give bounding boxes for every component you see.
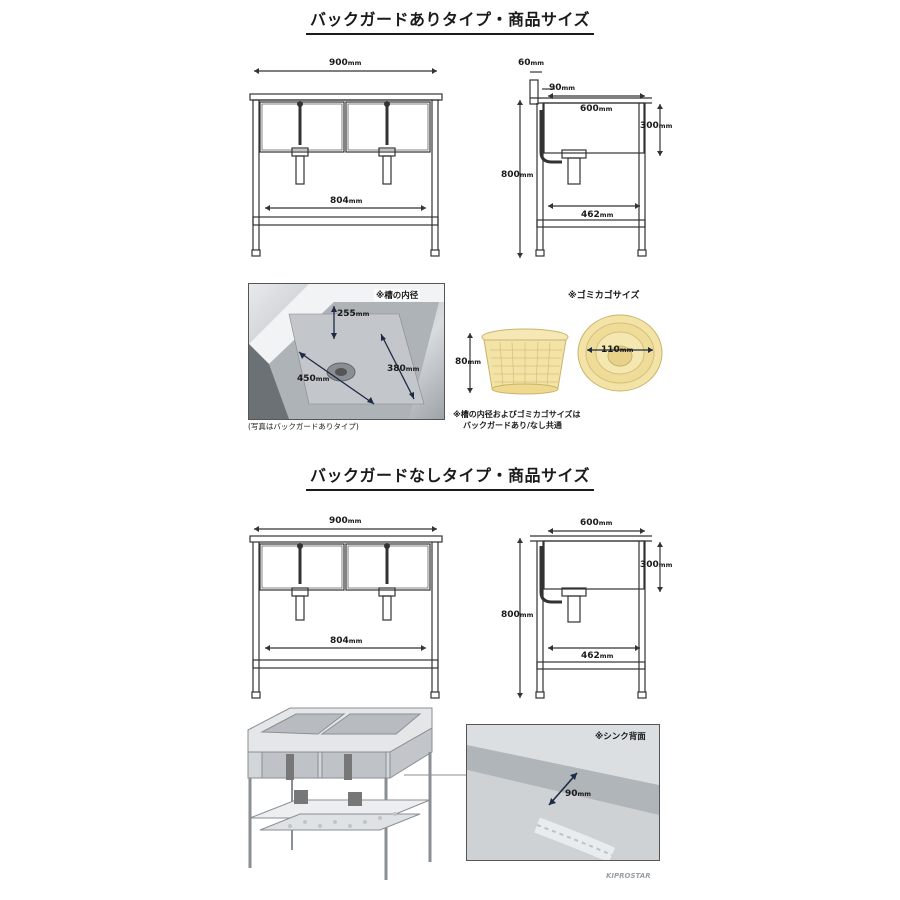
inner-size-photo: ※槽の内径 255mm 450mm 380mm [248,283,445,420]
brand-logo: KIPROSTAR [606,872,651,880]
side-depth-label-1: 600mm [580,104,613,114]
rear-value-label: 90mm [565,789,592,799]
rear-closeup-photo: ※シンク背面 90mm [466,724,660,861]
photo-caption: (写真はバックガードありタイプ) [248,422,359,431]
inner-depth-label: 255mm [337,309,370,319]
front-inner-label-2: 804mm [330,636,363,646]
inner-width-label: 380mm [387,364,420,374]
front-width-label-2: 900mm [329,516,362,526]
inner-label: ※槽の内径 [374,289,421,301]
side-height-label-1: 800mm [501,170,534,180]
rear-label: ※シンク背面 [595,732,646,742]
side-inner-label-2: 462mm [581,651,614,661]
basket-label: ※ゴミカゴサイズ [568,291,640,301]
common-note-1: ※槽の内径およびゴミカゴサイズは [453,410,581,419]
common-note-2: バックガードあり/なし共通 [463,421,562,430]
side-bg-depth-label-1: 90mm [549,83,576,93]
section2-title: バックガードなしタイプ・商品サイズ [0,462,900,491]
side-sink-height-label-2: 300mm [640,560,673,570]
basket-diameter-label: 110mm [601,345,634,355]
side-depth-label-2: 600mm [580,518,613,528]
section1-title: バックガードありタイプ・商品サイズ [0,6,900,35]
front-inner-label-1: 804mm [330,196,363,206]
side-height-label-2: 800mm [501,610,534,620]
basket-height-label: 80mm [455,357,482,367]
side-backguard-label-1: 60mm [518,58,545,68]
inner-length-label: 450mm [297,374,330,384]
front-width-label-1: 900mm [329,58,362,68]
side-inner-label-1: 462mm [581,210,614,220]
side-sink-height-label-1: 300mm [640,121,673,131]
